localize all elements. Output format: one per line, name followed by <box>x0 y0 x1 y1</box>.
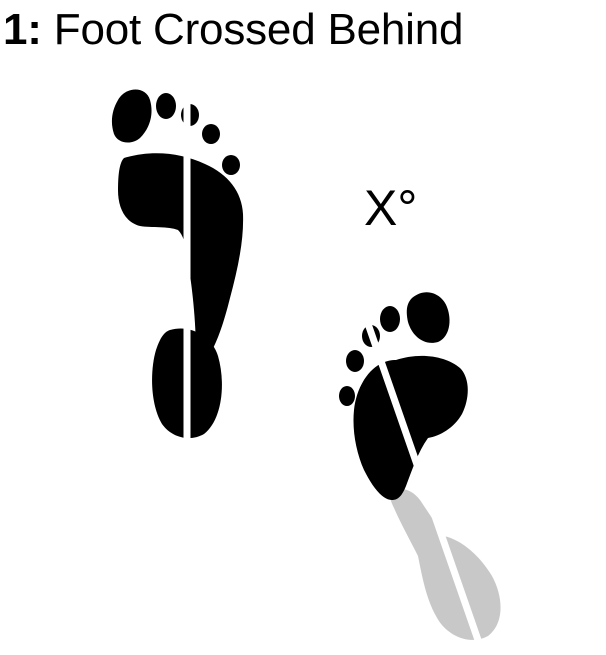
left-toe-5 <box>222 155 240 175</box>
step-number: 1: <box>3 5 42 54</box>
right-foot-axis <box>362 316 482 642</box>
right-sole <box>353 355 468 500</box>
left-footprint <box>111 89 244 440</box>
step-title: Foot Crossed Behind <box>53 5 464 54</box>
diagram-title: 1: Foot Crossed Behind <box>3 2 464 58</box>
left-toe-4 <box>202 124 220 144</box>
right-toe-2 <box>380 306 400 332</box>
left-toe-2 <box>156 93 176 119</box>
right-footprint <box>339 292 501 642</box>
right-toe-5 <box>339 386 355 406</box>
angle-label: X° <box>364 180 418 236</box>
left-sole <box>118 153 244 354</box>
right-heel-faded <box>390 489 501 640</box>
right-big-toe <box>406 292 450 343</box>
left-big-toe <box>111 89 152 143</box>
right-toe-4 <box>346 350 364 372</box>
